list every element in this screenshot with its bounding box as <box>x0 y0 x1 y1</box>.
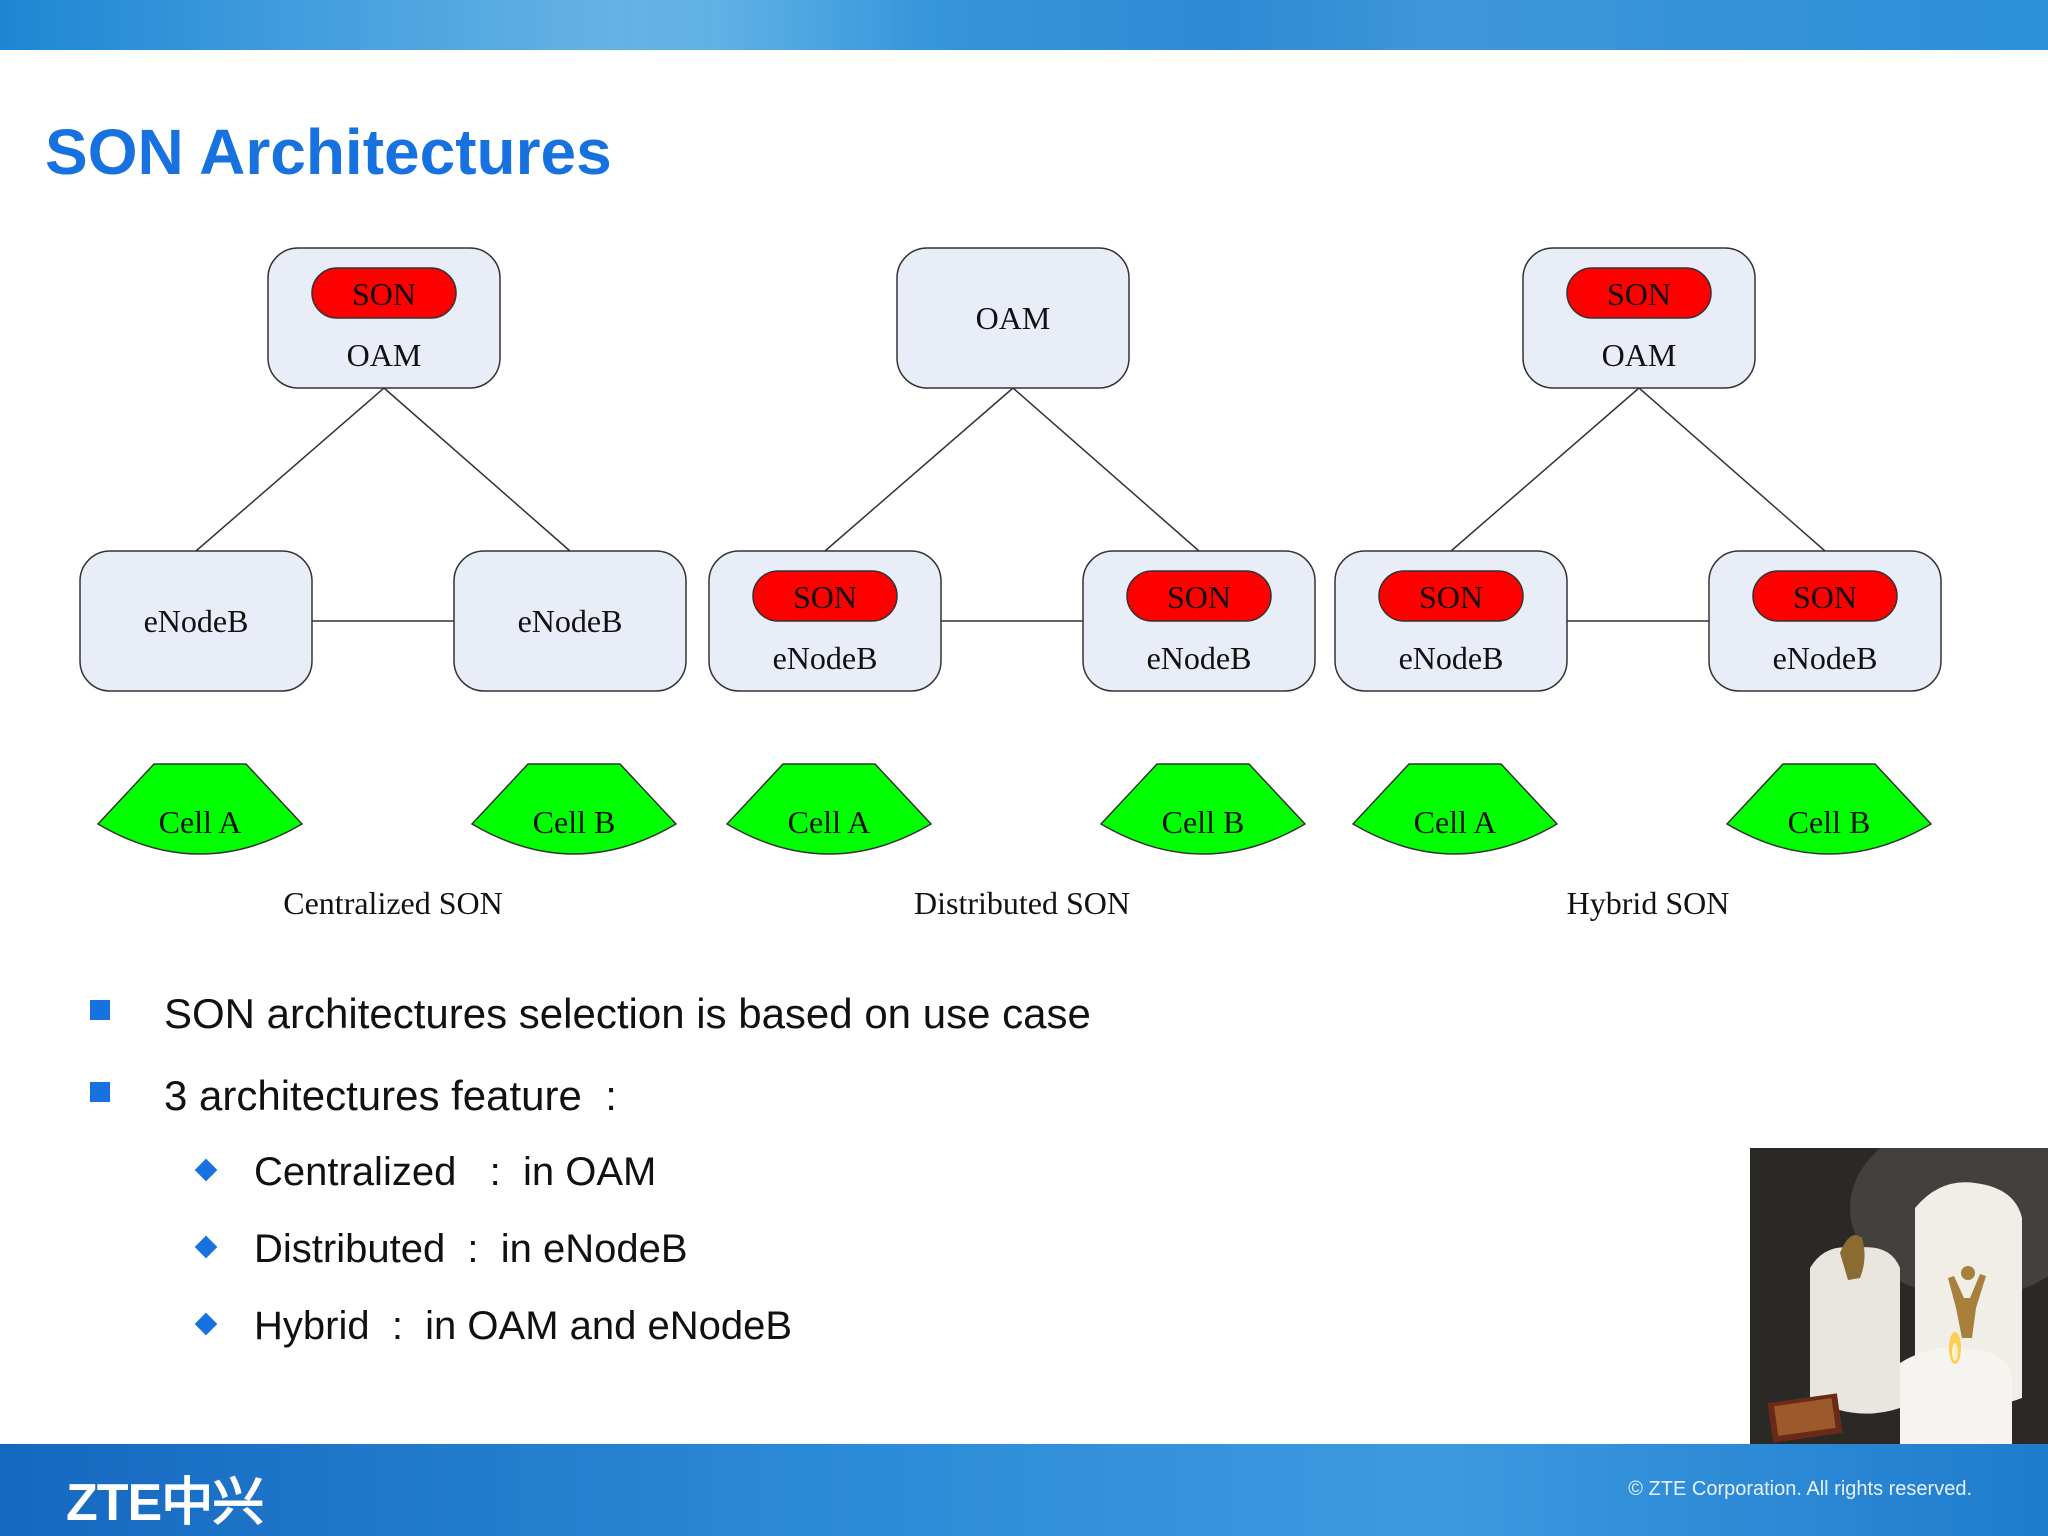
oam-node <box>896 247 1130 389</box>
banner-sheen <box>0 0 2048 50</box>
son-badge <box>752 570 898 622</box>
cell-sector <box>1725 763 1933 855</box>
cell-label: Cell A <box>159 804 242 840</box>
connector-line <box>195 387 385 552</box>
cell-sector <box>96 763 304 855</box>
connector-line <box>824 387 1014 552</box>
connector-line <box>1450 387 1640 552</box>
oam-node-label: OAM <box>976 300 1051 336</box>
son-badge-label: SON <box>1167 579 1231 615</box>
oam-node-label: OAM <box>1602 337 1677 373</box>
connector-line <box>1638 387 1826 552</box>
cell-sector <box>1099 763 1307 855</box>
son-badge <box>1752 570 1898 622</box>
connector-line <box>1012 387 1200 552</box>
cell-label: Cell A <box>788 804 871 840</box>
son-badge-label: SON <box>793 579 857 615</box>
slide-title: SON Architectures <box>45 116 612 188</box>
enodeb-node-label: eNodeB <box>773 640 878 676</box>
son-badge <box>1566 267 1712 319</box>
top-banner <box>0 0 2048 50</box>
enodeb-node <box>79 550 313 692</box>
cell-label: Cell B <box>1162 804 1245 840</box>
zte-logo: ZTE中兴 <box>66 1474 264 1532</box>
candles-image-icon <box>1750 1148 2048 1444</box>
oam-node-label: OAM <box>347 337 422 373</box>
son-badge-label: SON <box>352 276 416 312</box>
architecture-caption: Hybrid SON <box>1567 885 1730 921</box>
cell-label: Cell A <box>1414 804 1497 840</box>
son-badge-label: SON <box>1793 579 1857 615</box>
son-badge <box>1378 570 1524 622</box>
son-badge-label: SON <box>1419 579 1483 615</box>
enodeb-node-label: eNodeB <box>518 603 623 639</box>
cell-sector <box>470 763 678 855</box>
enodeb-node-label: eNodeB <box>1773 640 1878 676</box>
footer-banner: ZTE中兴 © ZTE Corporation. All rights rese… <box>0 1444 2048 1536</box>
candles-photo <box>1750 1148 2048 1444</box>
cell-label: Cell B <box>1788 804 1871 840</box>
son-badge <box>1126 570 1272 622</box>
cell-label: Cell B <box>533 804 616 840</box>
enodeb-node-label: eNodeB <box>1399 640 1504 676</box>
connector-line <box>383 387 571 552</box>
son-badge-label: SON <box>1607 276 1671 312</box>
architecture-caption: Distributed SON <box>914 885 1130 921</box>
architecture-caption: Centralized SON <box>283 885 503 921</box>
copyright-text: © ZTE Corporation. All rights reserved. <box>1628 1478 1972 1500</box>
son-badge <box>311 267 457 319</box>
enodeb-node-label: eNodeB <box>1147 640 1252 676</box>
enodeb-node <box>453 550 687 692</box>
enodeb-node-label: eNodeB <box>144 603 249 639</box>
cell-sector <box>725 763 933 855</box>
cell-sector <box>1351 763 1559 855</box>
